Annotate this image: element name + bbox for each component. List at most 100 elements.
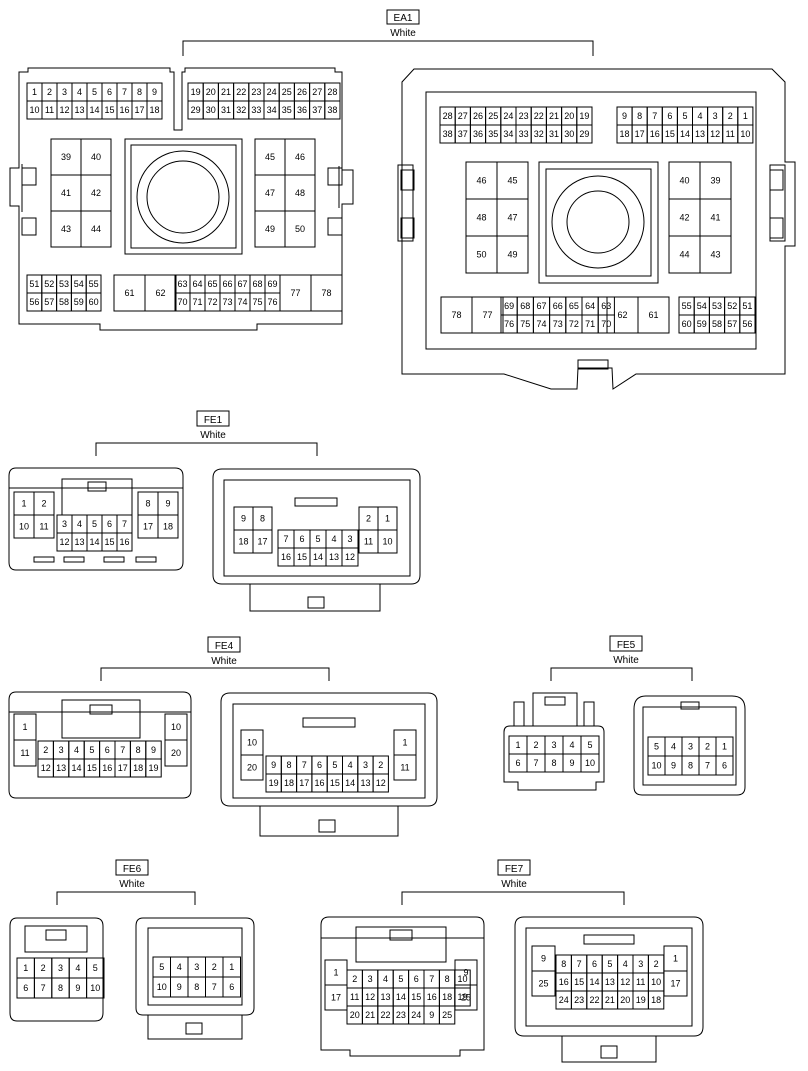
- pin-number: 23: [251, 87, 261, 97]
- pin-number: 69: [267, 279, 277, 289]
- pin-number: 57: [44, 297, 54, 307]
- pin-number: 7: [429, 974, 434, 984]
- pin-number: 62: [617, 310, 627, 320]
- pin-number: 8: [637, 111, 642, 121]
- connector-label-box: [196, 410, 230, 427]
- pin-number: 15: [574, 977, 584, 987]
- connector-housing: [8, 467, 184, 571]
- pin-number: 10: [651, 977, 661, 987]
- pin-number: 71: [585, 319, 595, 329]
- pin-number: 5: [654, 742, 659, 752]
- pin-number: 73: [553, 319, 563, 329]
- connector-lock-tab: [400, 169, 415, 191]
- connector-terminal-slot: [135, 556, 157, 563]
- pin-number: 8: [145, 499, 150, 509]
- connector-bracket: [550, 667, 693, 681]
- pin-number: 27: [458, 111, 468, 121]
- pin-number: 68: [252, 279, 262, 289]
- pin-number: 17: [299, 778, 309, 788]
- connector-key: [680, 701, 700, 710]
- pin-number: 53: [59, 279, 69, 289]
- connector-lock-tab: [769, 169, 784, 191]
- connector-latch: [61, 478, 133, 516]
- pin-number: 6: [592, 959, 597, 969]
- connector-housing: [9, 917, 104, 1022]
- connector-terminal-slot: [33, 556, 55, 563]
- pin-number: 66: [222, 279, 232, 289]
- pin-number: 12: [59, 105, 69, 115]
- pin-number: 12: [376, 778, 386, 788]
- pin-cell: [393, 754, 417, 781]
- connector-center-frame: [130, 144, 237, 249]
- pin-number: 3: [62, 519, 67, 529]
- pin-number: 9: [241, 514, 246, 524]
- connector-id-label: FE7: [505, 864, 524, 875]
- pin-number: 10: [171, 722, 181, 732]
- pin-number: 47: [507, 213, 517, 223]
- pin-number: 18: [133, 763, 143, 773]
- pin-number: 25: [488, 111, 498, 121]
- connector-lock-tab: [327, 167, 343, 186]
- pin-number: 20: [564, 111, 574, 121]
- pin-number: 18: [284, 778, 294, 788]
- pin-number: 14: [680, 129, 690, 139]
- pin-number: 21: [549, 111, 559, 121]
- pin-number: 4: [177, 962, 182, 972]
- pin-number: 10: [19, 522, 29, 532]
- pin-number: 16: [119, 105, 129, 115]
- pin-number: 6: [667, 111, 672, 121]
- connector-id-label: FE5: [617, 640, 636, 651]
- pin-number: 27: [312, 87, 322, 97]
- connector-housing: [633, 695, 746, 796]
- pin-number: 9: [271, 760, 276, 770]
- pin-number: 44: [91, 224, 101, 234]
- pin-number: 61: [648, 310, 658, 320]
- pin-number: 74: [536, 319, 546, 329]
- pin-number: 54: [697, 301, 707, 311]
- pin-number: 58: [59, 297, 69, 307]
- pin-number: 32: [534, 129, 544, 139]
- pin-number: 2: [41, 499, 46, 509]
- pin-cell: [86, 977, 105, 999]
- pin-number: 10: [585, 758, 595, 768]
- connector-housing: [514, 916, 704, 1037]
- pin-number: 2: [352, 974, 357, 984]
- pin-number: 12: [59, 537, 69, 547]
- pin-number: 33: [519, 129, 529, 139]
- pin-number: 70: [601, 319, 611, 329]
- pin-number: 18: [163, 522, 173, 532]
- pin-number: 9: [671, 761, 676, 771]
- connector-id-label: EA1: [394, 13, 413, 24]
- pin-number: 7: [533, 758, 538, 768]
- pin-number: 46: [476, 176, 486, 186]
- pin-number: 7: [120, 745, 125, 755]
- pin-number: 48: [476, 213, 486, 223]
- connector-bracket: [95, 442, 318, 456]
- pin-number: 41: [710, 213, 720, 223]
- pin-cell: [531, 970, 556, 997]
- pin-number: 1: [333, 968, 338, 978]
- pin-number: 29: [579, 129, 589, 139]
- pin-number: 6: [229, 982, 234, 992]
- connector-key: [577, 359, 609, 370]
- pin-number: 65: [569, 301, 579, 311]
- pin-number: 9: [177, 982, 182, 992]
- connector-latch-base: [147, 1015, 243, 1040]
- pin-number: 11: [400, 763, 409, 773]
- pin-number: 11: [364, 537, 373, 547]
- pin-cell: [222, 976, 241, 998]
- pin-number: 8: [260, 514, 265, 524]
- pin-number: 55: [682, 301, 692, 311]
- connector-terminal-slot: [103, 556, 125, 563]
- pin-number: 34: [267, 105, 277, 115]
- pin-number: 24: [503, 111, 513, 121]
- pin-number: 1: [673, 954, 678, 964]
- pin-number: 3: [551, 740, 556, 750]
